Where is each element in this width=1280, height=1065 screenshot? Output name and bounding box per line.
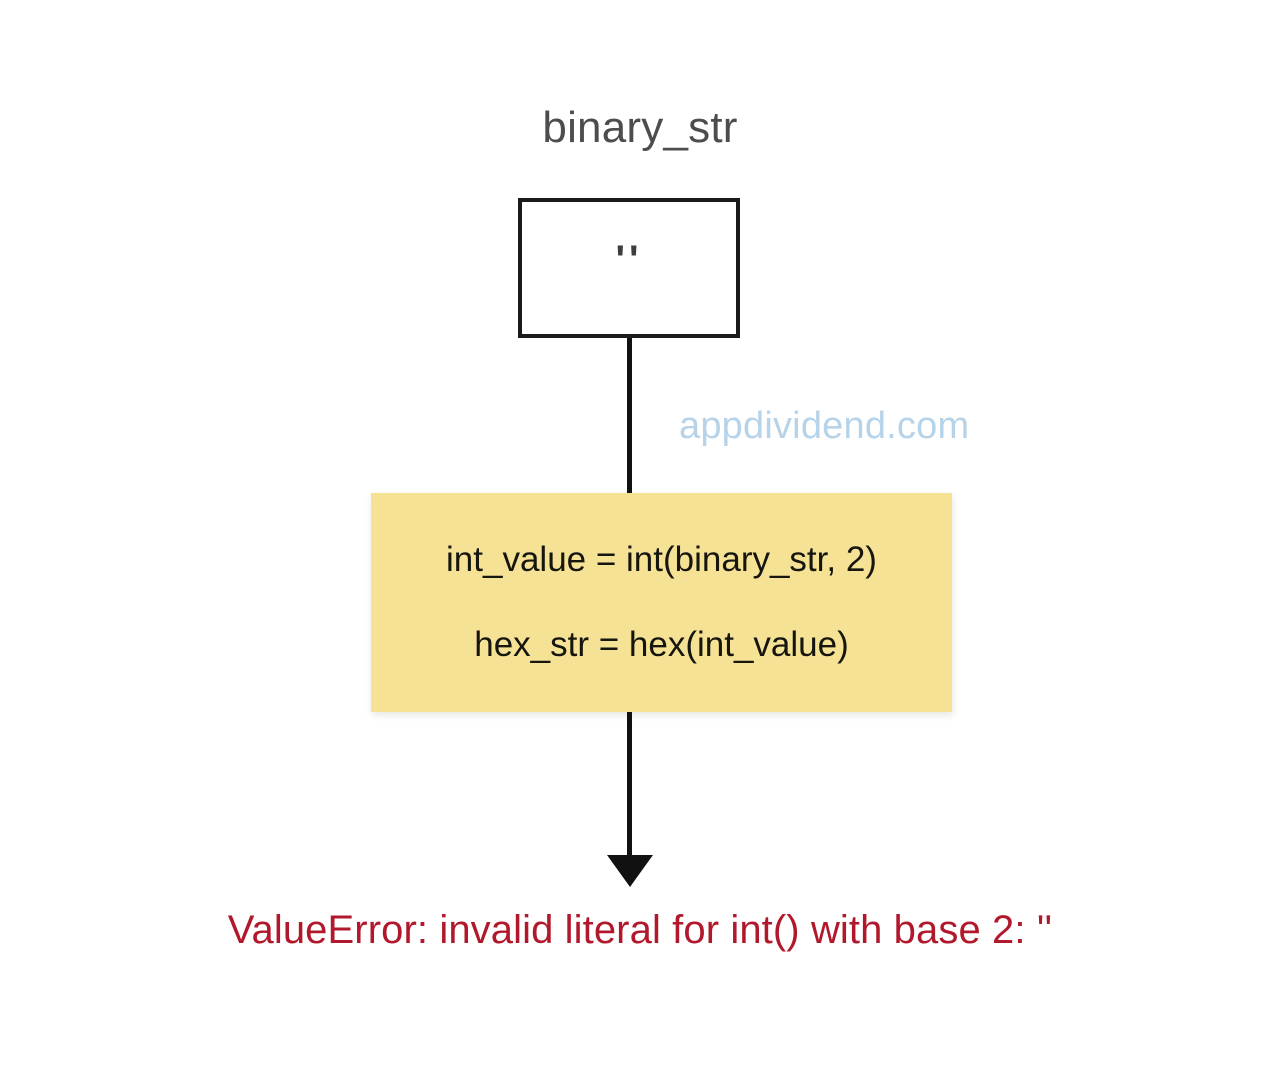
variable-value-text: '' [615, 237, 643, 282]
connector-line-box-to-code [627, 338, 632, 495]
code-line-1: int_value = int(binary_str, 2) [446, 540, 877, 580]
code-line-2: hex_str = hex(int_value) [474, 624, 849, 664]
variable-value-box: '' [518, 198, 740, 338]
page-title: binary_str [542, 103, 738, 152]
watermark-text: appdividend.com [679, 405, 970, 447]
code-block: int_value = int(binary_str, 2) hex_str =… [371, 493, 952, 712]
error-message: ValueError: invalid literal for int() wi… [227, 908, 1053, 952]
arrow-head-icon [607, 855, 653, 887]
connector-line-code-to-error [627, 712, 632, 860]
